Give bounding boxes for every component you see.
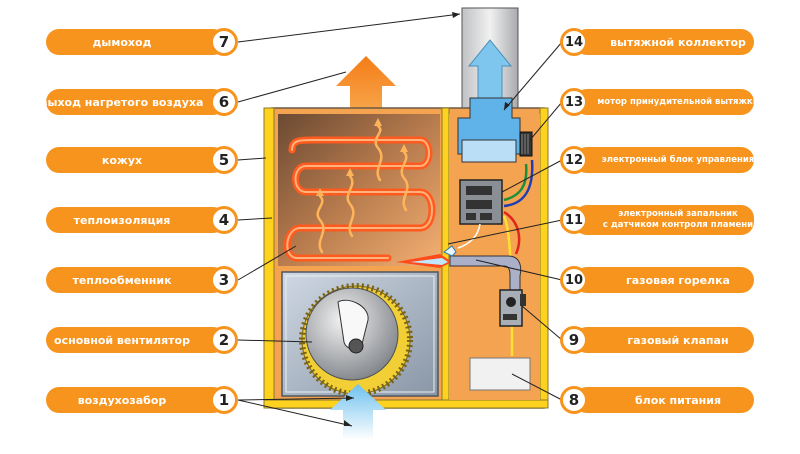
label-igniter: электронный запальник с датчиком контрол… [574, 205, 754, 235]
marker-8: 8 [560, 386, 588, 414]
marker-4: 4 [210, 206, 238, 234]
marker-4-text: 4 [218, 211, 230, 229]
label-exhaust-motor-text: мотор принудительной вытяжки [597, 97, 759, 107]
marker-3-text: 3 [218, 271, 230, 289]
marker-2-text: 2 [218, 331, 230, 349]
casing-bottom [263, 399, 549, 409]
exhaust-motor [519, 131, 533, 157]
heat-waves [316, 124, 409, 254]
label-igniter-line1: электронный запальник [618, 209, 738, 219]
marker-12: 12 [560, 146, 588, 174]
marker-9: 9 [560, 326, 588, 354]
casing-right [539, 107, 549, 409]
label-gas-burner-text: газовая горелка [626, 273, 730, 287]
label-control-unit-text: электронный блок управления [601, 155, 755, 165]
power-supply [469, 357, 531, 391]
label-igniter-line2: с датчиком контроля пламени [602, 220, 754, 230]
marker-3: 3 [210, 266, 238, 294]
marker-2: 2 [210, 326, 238, 354]
marker-6: 6 [210, 88, 238, 116]
marker-12-text: 12 [564, 152, 584, 168]
label-chimney: дымоход [46, 29, 226, 55]
marker-5: 5 [210, 146, 238, 174]
label-air-intake-text: воздухозабор [77, 393, 167, 407]
marker-8-text: 8 [568, 391, 580, 409]
label-exhaust-motor: мотор принудительной вытяжки [574, 89, 759, 115]
marker-1-text: 1 [218, 391, 230, 409]
marker-1: 1 [210, 386, 238, 414]
igniter [443, 245, 457, 257]
marker-11: 11 [560, 206, 588, 234]
marker-7-text: 7 [218, 33, 230, 51]
label-power-supply: блок питания [574, 387, 754, 413]
label-hot-air-output-text: выход нагретого воздуха [40, 95, 204, 109]
label-gas-valve: газовый клапан [574, 327, 754, 353]
label-heat-exchanger-text: теплообменник [72, 273, 172, 287]
label-exhaust-collector: вытяжной коллектор [574, 29, 754, 55]
label-air-intake: воздухозабор [46, 387, 226, 413]
marker-11-text: 11 [564, 212, 584, 228]
label-chimney-text: дымоход [92, 35, 152, 49]
label-control-unit: электронный блок управления [574, 147, 754, 173]
gas-valve [499, 289, 523, 327]
marker-10: 10 [560, 266, 588, 294]
marker-10-text: 10 [564, 272, 584, 288]
label-casing-text: кожух [101, 153, 143, 167]
leader-lines [237, 13, 563, 427]
label-hot-air-output: выход нагретого воздуха [41, 89, 226, 115]
marker-13-text: 13 [564, 94, 584, 110]
label-heat-exchanger: теплообменник [46, 267, 226, 293]
label-main-fan: основной вентилятор [46, 327, 226, 353]
marker-6-text: 6 [218, 93, 230, 111]
marker-9-text: 9 [568, 331, 580, 349]
marker-13: 13 [560, 88, 588, 116]
exhaust-up-arrow [467, 39, 513, 99]
label-insulation-text: теплоизоляция [73, 213, 171, 227]
marker-5-text: 5 [218, 151, 230, 169]
casing-left [263, 107, 275, 409]
main-fan [299, 283, 413, 397]
label-insulation: теплоизоляция [46, 207, 226, 233]
label-main-fan-text: основной вентилятор [54, 333, 190, 347]
label-casing: кожух [46, 147, 226, 173]
marker-14-text: 14 [564, 34, 584, 50]
label-power-supply-text: блок питания [634, 393, 722, 407]
marker-14: 14 [560, 28, 588, 56]
label-gas-burner: газовая горелка [574, 267, 754, 293]
marker-7: 7 [210, 28, 238, 56]
label-exhaust-collector-text: вытяжной коллектор [610, 35, 746, 49]
label-gas-valve-text: газовый клапан [627, 333, 729, 347]
